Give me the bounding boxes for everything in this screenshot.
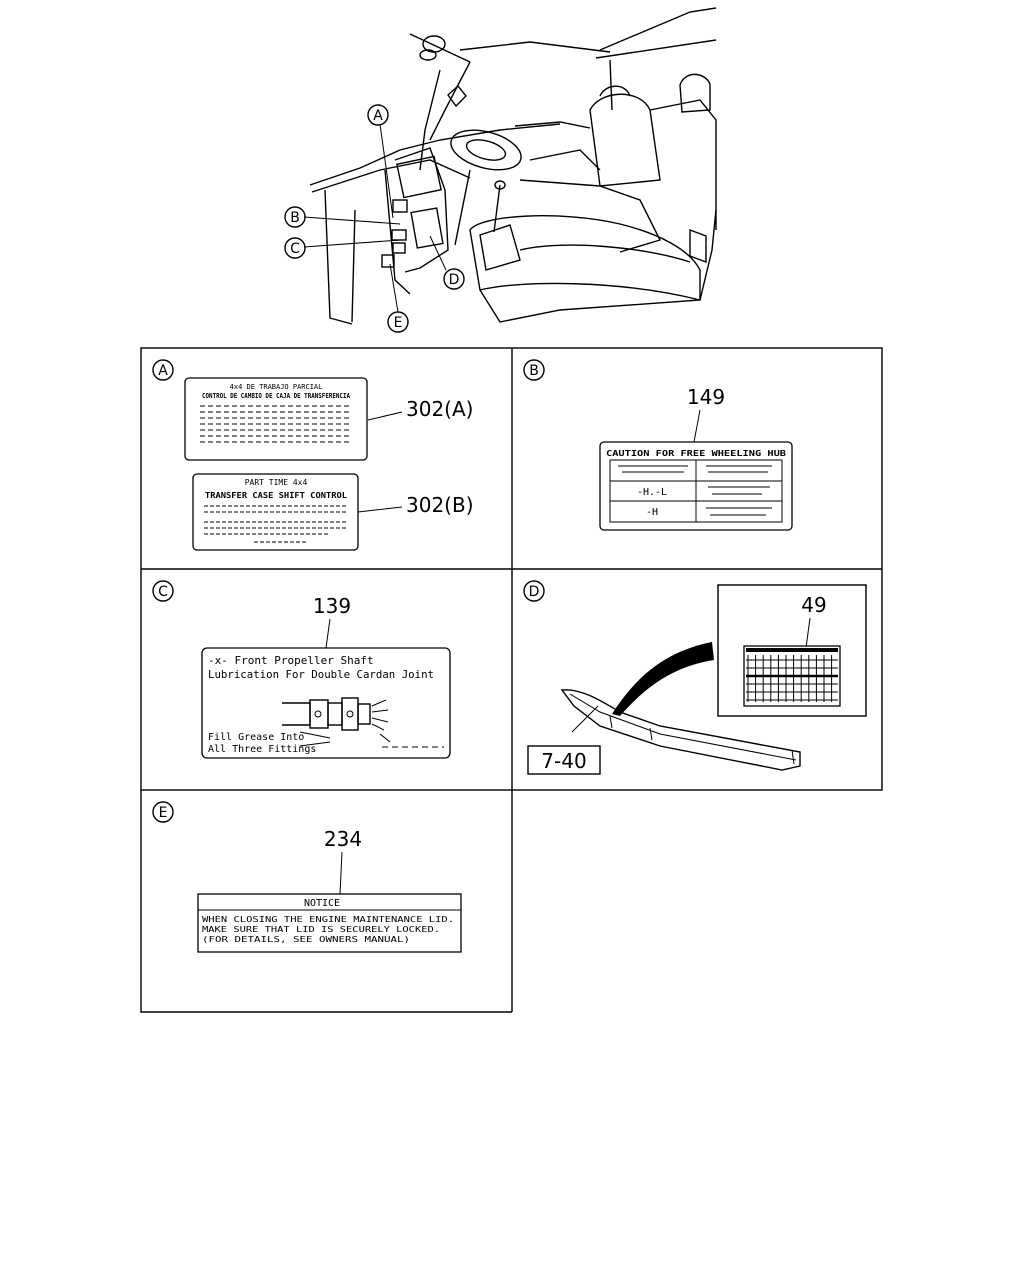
- callout-e-marker: E: [387, 311, 409, 333]
- cab-interior-illustration: [309, 7, 717, 325]
- zoom-pointer: [612, 642, 714, 716]
- ref-234: 234: [324, 827, 362, 851]
- svg-text:WHEN CLOSING THE ENGINE MAINTE: WHEN CLOSING THE ENGINE MAINTENANCE LID.: [202, 915, 454, 924]
- svg-text:-H: -H: [646, 507, 658, 518]
- label-302b: PART TIME 4x4 TRANSFER CASE SHIFT CONTRO…: [192, 473, 359, 551]
- callout-c-marker: C: [284, 237, 306, 259]
- svg-text:4x4 DE TRABAJO PARCIAL: 4x4 DE TRABAJO PARCIAL: [230, 383, 323, 391]
- svg-text:-x- Front Propeller Shaft: -x- Front Propeller Shaft: [208, 654, 374, 667]
- ref-302a: 302(A): [406, 397, 473, 421]
- svg-text:NOTICE: NOTICE: [304, 898, 340, 909]
- ref-302b: 302(B): [406, 493, 474, 517]
- panel-grid: [140, 347, 883, 1013]
- svg-text:E: E: [159, 805, 168, 821]
- svg-text:-H.-L: -H.-L: [637, 487, 667, 498]
- svg-text:All Three Fittings: All Three Fittings: [208, 744, 316, 755]
- svg-text:PART TIME 4x4: PART TIME 4x4: [245, 478, 308, 487]
- ref-149: 149: [687, 385, 725, 409]
- ref-139: 139: [313, 594, 351, 618]
- svg-text:Fill Grease Into: Fill Grease Into: [208, 732, 304, 743]
- panel-e: E 234 NOTICE WHEN CLOSING THE ENGINE MAI…: [152, 801, 462, 953]
- callout-d-marker: D: [443, 268, 465, 290]
- label-149: CAUTION FOR FREE WHEELING HUB -H.-L -H: [599, 441, 793, 531]
- panel-d: D 49 7-40: [523, 580, 867, 775]
- label-139: -x- Front Propeller Shaft Lubrication Fo…: [201, 647, 451, 759]
- svg-text:(FOR DETAILS, SEE OWNERS MANUA: (FOR DETAILS, SEE OWNERS MANUAL): [202, 935, 410, 944]
- svg-text:CONTROL DE CAMBIO DE CAJA DE T: CONTROL DE CAMBIO DE CAJA DE TRANSFERENC…: [202, 392, 351, 400]
- svg-text:C: C: [290, 241, 300, 257]
- svg-text:E: E: [394, 315, 403, 331]
- ref-7-40: 7-40: [541, 749, 586, 773]
- panel-a: A 4x4 DE TRABAJO PARCIAL CONTROL DE CAMB…: [152, 359, 474, 551]
- panel-c: C 139 -x- Front Propeller Shaft Lubricat…: [152, 580, 451, 759]
- svg-text:D: D: [529, 584, 540, 600]
- svg-text:B: B: [529, 363, 539, 379]
- svg-text:MAKE SURE THAT LID IS SECURELY: MAKE SURE THAT LID IS SECURELY LOCKED.: [202, 925, 440, 934]
- callout-a-marker: A: [367, 104, 389, 126]
- label-234: NOTICE WHEN CLOSING THE ENGINE MAINTENAN…: [197, 893, 462, 953]
- callout-b-marker: B: [284, 206, 306, 228]
- ref-49: 49: [801, 593, 826, 617]
- svg-text:CAUTION FOR FREE WHEELING HUB: CAUTION FOR FREE WHEELING HUB: [606, 449, 786, 458]
- panel-b: B 149 CAUTION FOR FREE WHEELING HUB -H.-…: [523, 359, 793, 531]
- svg-text:A: A: [373, 108, 383, 124]
- callout-leaders: [303, 123, 447, 313]
- svg-text:C: C: [158, 584, 168, 600]
- label-302a: 4x4 DE TRABAJO PARCIAL CONTROL DE CAMBIO…: [184, 377, 368, 461]
- svg-text:Lubrication For Double Cardan: Lubrication For Double Cardan Joint: [208, 668, 434, 681]
- svg-text:B: B: [290, 210, 300, 226]
- label-49: [743, 645, 841, 707]
- svg-text:TRANSFER CASE SHIFT CONTROL: TRANSFER CASE SHIFT CONTROL: [205, 491, 347, 500]
- glovebox-lid-illustration: [560, 689, 801, 771]
- svg-text:D: D: [449, 272, 460, 288]
- svg-text:A: A: [158, 363, 168, 379]
- cardan-joint-illustration: [282, 697, 391, 747]
